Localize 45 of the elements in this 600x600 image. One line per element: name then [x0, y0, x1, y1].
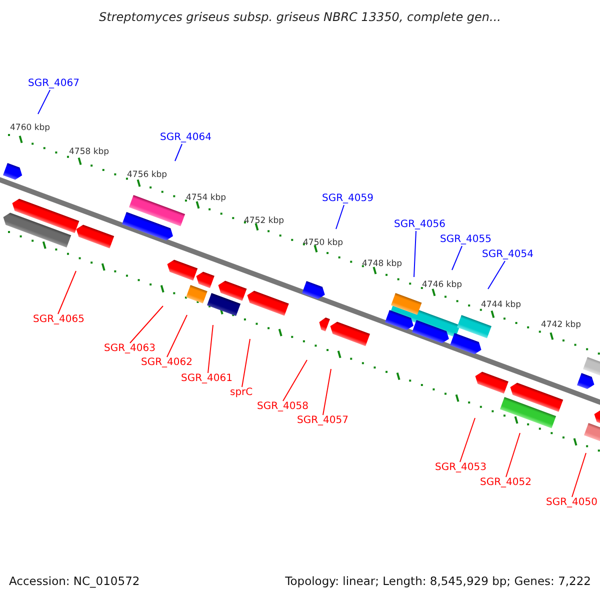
scale-label: 4742 kbp [541, 321, 582, 330]
scale-label: 4754 kbp [186, 194, 226, 202]
scale-label: 4746 kbp [422, 281, 462, 290]
gene-label: SGR_4053 [435, 463, 486, 473]
leader-line [166, 314, 188, 358]
leader-line [208, 324, 214, 374]
leader-line [322, 368, 332, 416]
gene-label: SGR_4057 [297, 416, 348, 426]
gene-label: SGR_4058 [257, 402, 308, 412]
leader-line [282, 360, 308, 402]
gene-label: SGR_4065 [33, 315, 84, 325]
leader-line [242, 338, 250, 388]
gene-label: SGR_4050 [546, 498, 598, 508]
leader-line [572, 452, 586, 498]
gene-label: SGR_4063 [104, 344, 156, 354]
leader-line [174, 144, 182, 162]
gene-label: sprC [230, 388, 253, 398]
genome-info-text: Topology: linear; Length: 8,545,929 bp; Genes: 7,222 [285, 576, 591, 588]
accession-text: Accession: NC_010572 [9, 576, 140, 588]
gene-label: SGR_4059 [322, 194, 374, 204]
leader-line [506, 432, 520, 478]
scale-label: 4760 kbp [10, 124, 50, 132]
scale-label: 4748 kbp [362, 260, 402, 268]
gene-label: SGR_4056 [394, 220, 446, 230]
gene-label: SGR_4052 [480, 478, 532, 488]
leader-line [38, 90, 50, 114]
leader-line [488, 260, 506, 290]
leader-line [130, 306, 164, 344]
scale-label: 4750 kbp [303, 239, 344, 248]
leader-line [414, 230, 416, 278]
scale-label: 4752 kbp [244, 217, 284, 226]
gene-label: SGR_4055 [440, 235, 492, 245]
gene-label: SGR_4067 [28, 79, 80, 89]
scale-label: 4758 kbp [69, 148, 110, 156]
scale-label: 4744 kbp [481, 301, 522, 310]
chart-title: Streptomyces griseus subsp. griseus NBRC 13350, complete gen... [98, 11, 502, 23]
gene-label: SGR_4054 [482, 250, 534, 260]
leader-line [460, 418, 476, 462]
leader-line [336, 204, 344, 230]
gene-label: SGR_4064 [160, 133, 212, 143]
gene-label: SGR_4061 [181, 374, 232, 384]
scale-label: 4756 kbp [127, 171, 168, 180]
leader-line [452, 246, 462, 270]
leader-line [58, 270, 76, 314]
gene-label: SGR_4062 [141, 358, 192, 368]
